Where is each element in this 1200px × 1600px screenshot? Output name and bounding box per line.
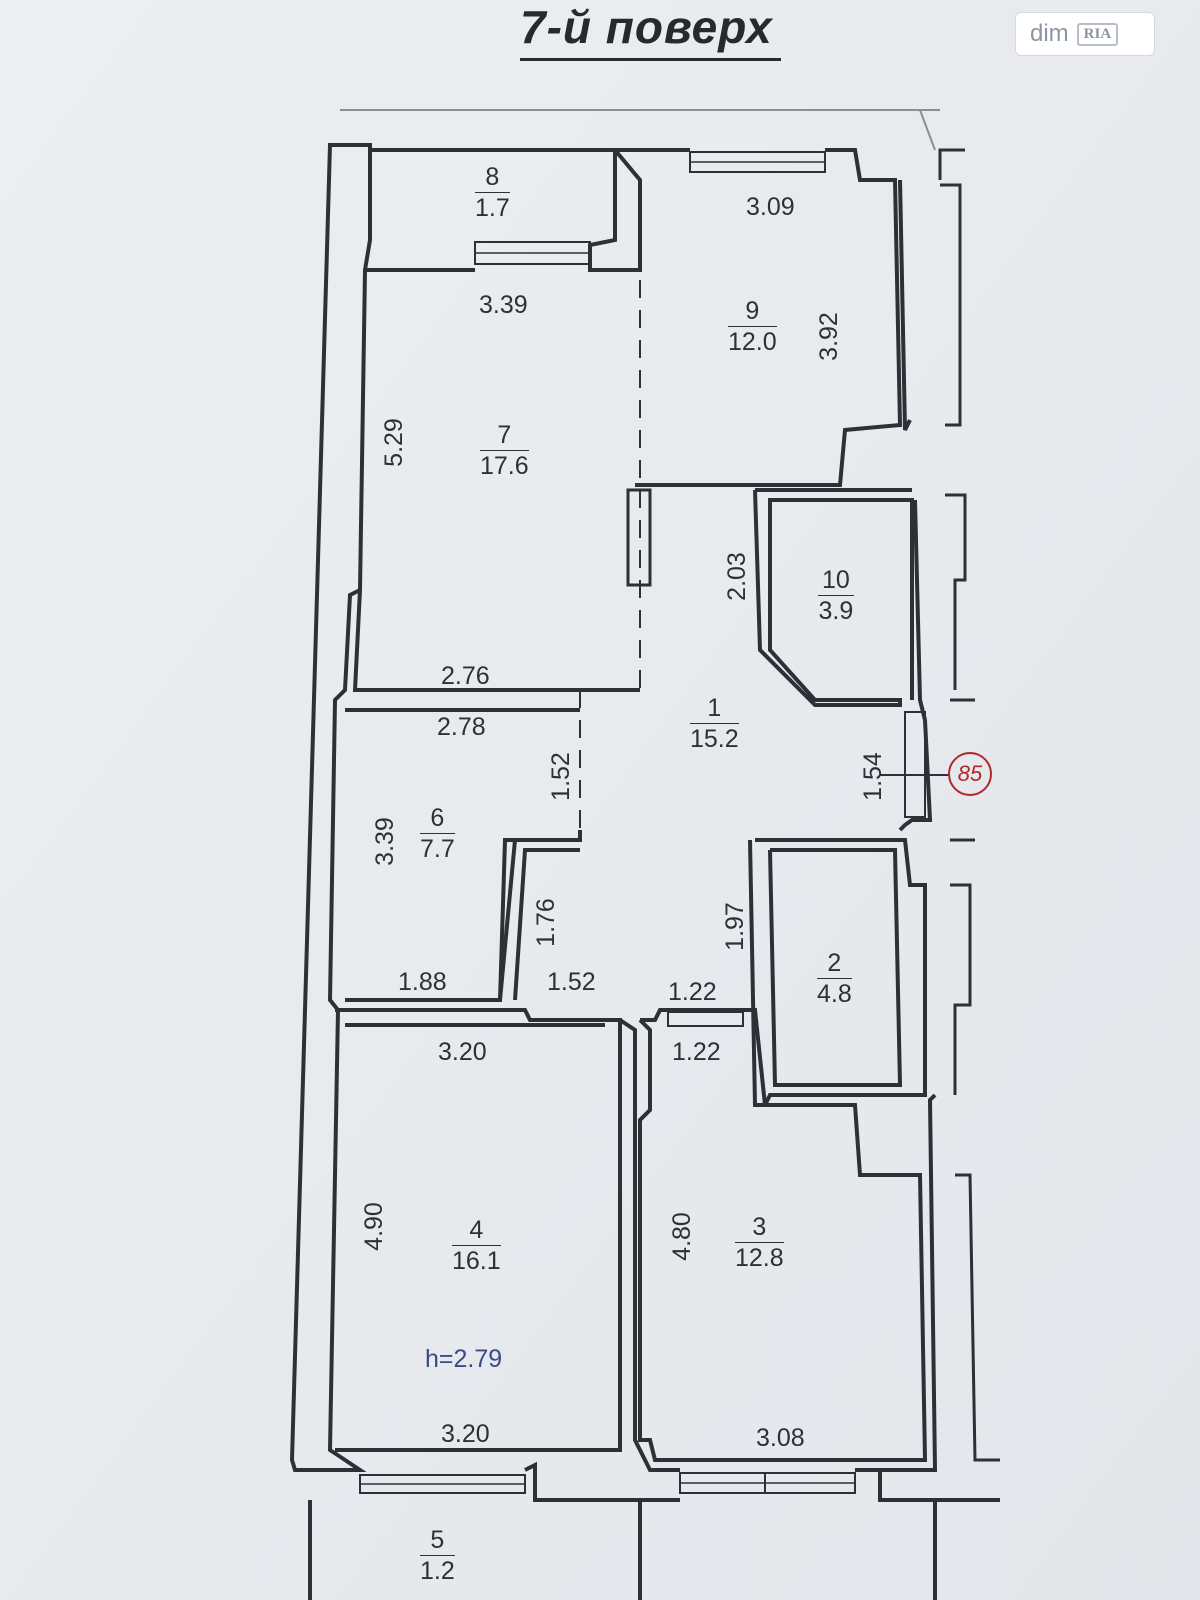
column — [626, 488, 652, 587]
apartment-number-marker: 85 — [948, 752, 992, 796]
logo-text: dim — [1030, 20, 1069, 47]
door-room-3 — [667, 1011, 744, 1027]
floor-title: 7-й поверх — [520, 0, 781, 61]
room-6-inner — [498, 839, 580, 1001]
dimension-label: 2.76 — [441, 662, 490, 690]
dimension-label: 1.52 — [547, 968, 596, 996]
dimension-label: 3.20 — [441, 1420, 490, 1448]
dimension-label: 2.03 — [722, 552, 751, 601]
room-4-wall — [335, 1008, 622, 1452]
dimension-label: 3.39 — [479, 291, 528, 319]
outer-wall-bottom — [295, 1461, 1000, 1502]
dimension-label: 1.52 — [546, 752, 575, 801]
dim-ria-logo[interactable]: dim RIA — [1015, 12, 1155, 56]
dimension-label: 1.22 — [668, 978, 717, 1006]
dimension-label: 1.54 — [858, 752, 887, 801]
room-10-wall — [753, 488, 914, 707]
balcony-5-outline — [308, 1500, 937, 1600]
outer-wall-right — [880, 179, 938, 1472]
logo-badge: RIA — [1076, 22, 1119, 46]
neighbour-walls — [938, 148, 1000, 1462]
dimension-label: 3.08 — [756, 1424, 805, 1452]
room-2-wall — [748, 838, 927, 1107]
dimension-label: 5.29 — [379, 418, 408, 467]
room-3-outer — [618, 1018, 680, 1472]
dimension-label: 4.80 — [667, 1212, 696, 1261]
room-6-wall — [345, 708, 582, 1002]
dimension-label: 1.88 — [398, 968, 447, 996]
dimension-label: 1.76 — [531, 898, 560, 947]
room-7-wall — [352, 268, 640, 692]
entrance-door — [904, 711, 926, 818]
dimension-label: 3.20 — [438, 1038, 487, 1066]
dashed-partition — [579, 280, 760, 830]
dimension-label: 2.78 — [437, 713, 486, 741]
dimension-label: 3.92 — [814, 312, 843, 361]
ceiling-height: h=2.79 — [425, 1345, 503, 1373]
dimension-label: 1.22 — [672, 1038, 721, 1066]
room-3-wall — [638, 1008, 928, 1462]
dimension-label: 3.39 — [370, 817, 399, 866]
wall-top-mid — [615, 148, 903, 487]
dimension-label: 3.09 — [746, 193, 795, 221]
top-edge — [340, 109, 940, 151]
dimension-label: 1.97 — [720, 902, 749, 951]
dimension-label: 4.90 — [359, 1202, 388, 1251]
